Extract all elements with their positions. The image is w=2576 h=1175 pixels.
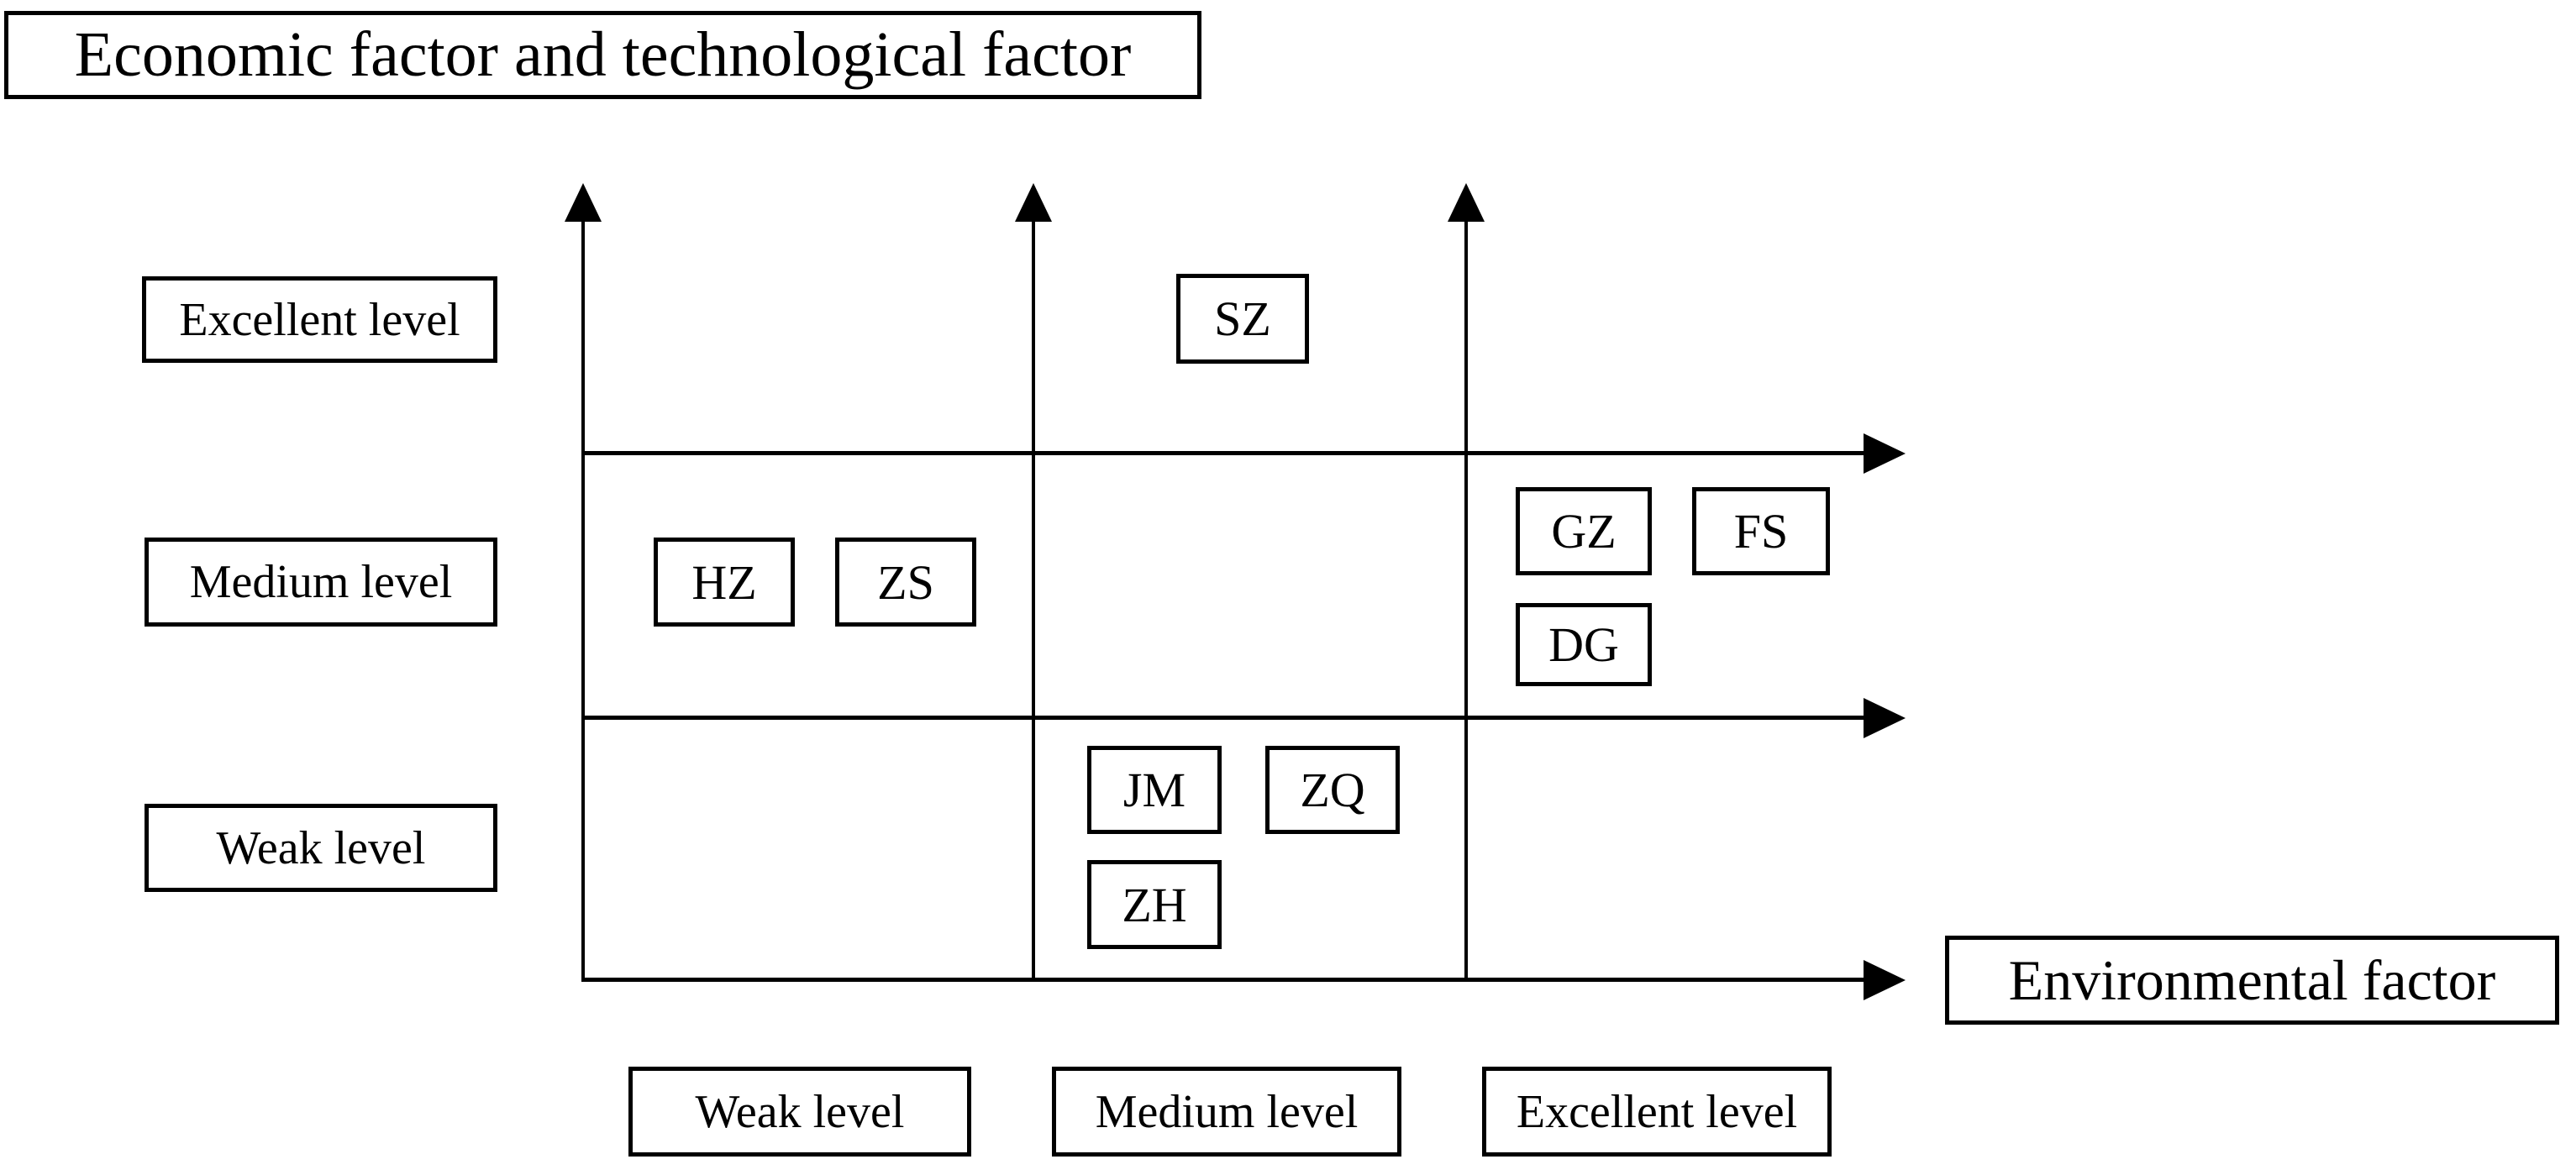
x-level-excellent-box: Excellent level bbox=[1482, 1067, 1832, 1157]
city-box-zs: ZS bbox=[835, 538, 976, 627]
right-arrow-icon-1 bbox=[1864, 433, 1906, 474]
right-arrow-icon-3 bbox=[1864, 960, 1906, 1000]
x-axis-line-2 bbox=[581, 716, 1865, 720]
x-axis-line-1 bbox=[581, 451, 1865, 455]
city-box-zh: ZH bbox=[1087, 860, 1222, 949]
y-axis-title-box: Economic factor and technological factor bbox=[4, 11, 1201, 99]
city-box-gz: GZ bbox=[1516, 487, 1652, 575]
city-box-jm: JM bbox=[1087, 746, 1222, 834]
x-axis-title: Environmental factor bbox=[2008, 947, 2496, 1012]
city-label-fs: FS bbox=[1733, 504, 1789, 559]
y-level-excellent-label: Excellent level bbox=[179, 293, 460, 346]
city-box-dg: DG bbox=[1516, 603, 1652, 686]
city-box-zq: ZQ bbox=[1265, 746, 1400, 834]
y-axis-line-1 bbox=[581, 217, 585, 982]
city-label-gz: GZ bbox=[1551, 504, 1617, 559]
city-label-jm: JM bbox=[1122, 763, 1186, 817]
city-label-dg: DG bbox=[1548, 617, 1619, 672]
city-label-sz: SZ bbox=[1214, 291, 1271, 346]
y-axis-title: Economic factor and technological factor bbox=[74, 19, 1132, 90]
x-axis-title-box: Environmental factor bbox=[1945, 936, 2559, 1025]
city-label-zs: ZS bbox=[877, 554, 934, 610]
y-axis-line-2 bbox=[1032, 217, 1035, 982]
city-box-sz: SZ bbox=[1176, 274, 1309, 364]
x-level-weak-box: Weak level bbox=[628, 1067, 971, 1157]
x-level-medium-box: Medium level bbox=[1052, 1067, 1401, 1157]
x-level-medium-label: Medium level bbox=[1095, 1085, 1359, 1138]
city-label-zq: ZQ bbox=[1300, 763, 1365, 817]
up-arrow-icon-1 bbox=[565, 183, 602, 222]
y-level-medium-box: Medium level bbox=[145, 538, 497, 627]
y-level-excellent-box: Excellent level bbox=[142, 276, 497, 363]
y-level-weak-label: Weak level bbox=[216, 821, 426, 874]
x-level-weak-label: Weak level bbox=[695, 1085, 905, 1138]
city-label-zh: ZH bbox=[1122, 877, 1187, 932]
up-arrow-icon-2 bbox=[1015, 183, 1052, 222]
y-level-weak-box: Weak level bbox=[145, 804, 497, 892]
city-box-fs: FS bbox=[1692, 487, 1830, 575]
up-arrow-icon-3 bbox=[1448, 183, 1485, 222]
city-label-hz: HZ bbox=[691, 554, 757, 610]
city-box-hz: HZ bbox=[654, 538, 795, 627]
right-arrow-icon-2 bbox=[1864, 698, 1906, 738]
y-level-medium-label: Medium level bbox=[189, 556, 453, 608]
x-axis-line-3 bbox=[581, 978, 1865, 982]
y-axis-line-3 bbox=[1464, 217, 1468, 982]
x-level-excellent-label: Excellent level bbox=[1516, 1085, 1798, 1138]
